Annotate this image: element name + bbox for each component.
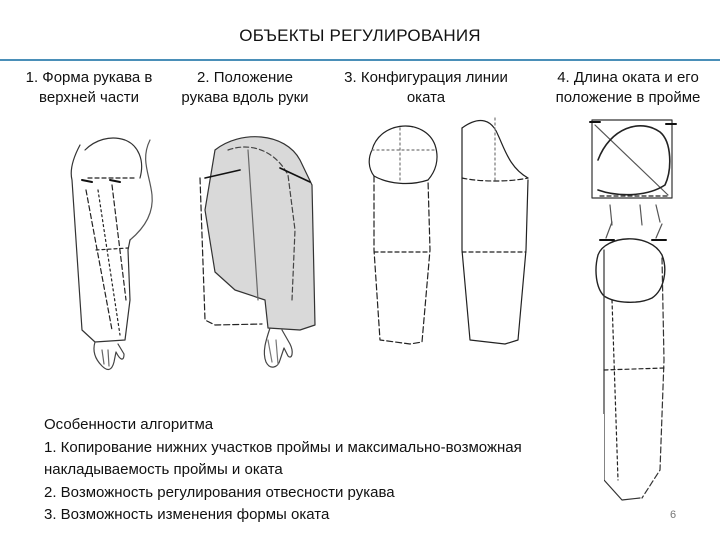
notes-heading: Особенности алгоритма: [44, 416, 214, 433]
sleeve-armhole-long-pattern: [595, 221, 667, 501]
column-heading-cap-length: 4. Длина оката и его положение в пройме: [540, 68, 716, 108]
notes-line: 3. Возможность изменения формы оката: [44, 506, 330, 523]
column-heading-line: верхней части: [39, 89, 139, 106]
column-heading-line: оката: [406, 89, 446, 106]
column-heading-line: 1. Форма рукава в: [25, 69, 153, 86]
column-heading-line: 4. Длина оката и его: [557, 69, 699, 86]
cap-length-box-diagram: [589, 119, 677, 226]
column-heading-sleeve-shape: 1. Форма рукава в верхней части: [10, 68, 168, 108]
arm-sleeve-figure: [70, 137, 153, 371]
column-heading-cap-configuration: 3. Конфигурация линии оката: [326, 68, 526, 108]
slide-title: ОБЪЕКТЫ РЕГУЛИРОВАНИЯ: [239, 26, 481, 45]
notes-line: 1. Копирование нижних участков проймы и …: [44, 438, 522, 456]
column-heading-line: 3. Конфигурация линии: [344, 69, 508, 86]
notes-line: накладываемость проймы и оката: [44, 461, 283, 478]
algorithm-notes: Особенности алгоритма 1. Копирование ниж…: [44, 414, 604, 527]
column-heading-line: рукава вдоль руки: [181, 89, 309, 106]
column-heading-sleeve-position: 2. Положение рукава вдоль руки: [170, 68, 320, 108]
column-heading-line: 2. Положение: [197, 69, 293, 86]
column-heading-line: положение в пройме: [555, 89, 701, 106]
sleeve-position-figure: [199, 136, 316, 368]
sleeve-pattern-s-cap: [461, 117, 529, 345]
notes-line: 2. Возможность регулирования отвесности …: [44, 483, 395, 501]
sleeve-pattern-round-cap: [368, 125, 438, 345]
page-number: 6: [670, 509, 677, 521]
title-divider: [0, 59, 720, 61]
